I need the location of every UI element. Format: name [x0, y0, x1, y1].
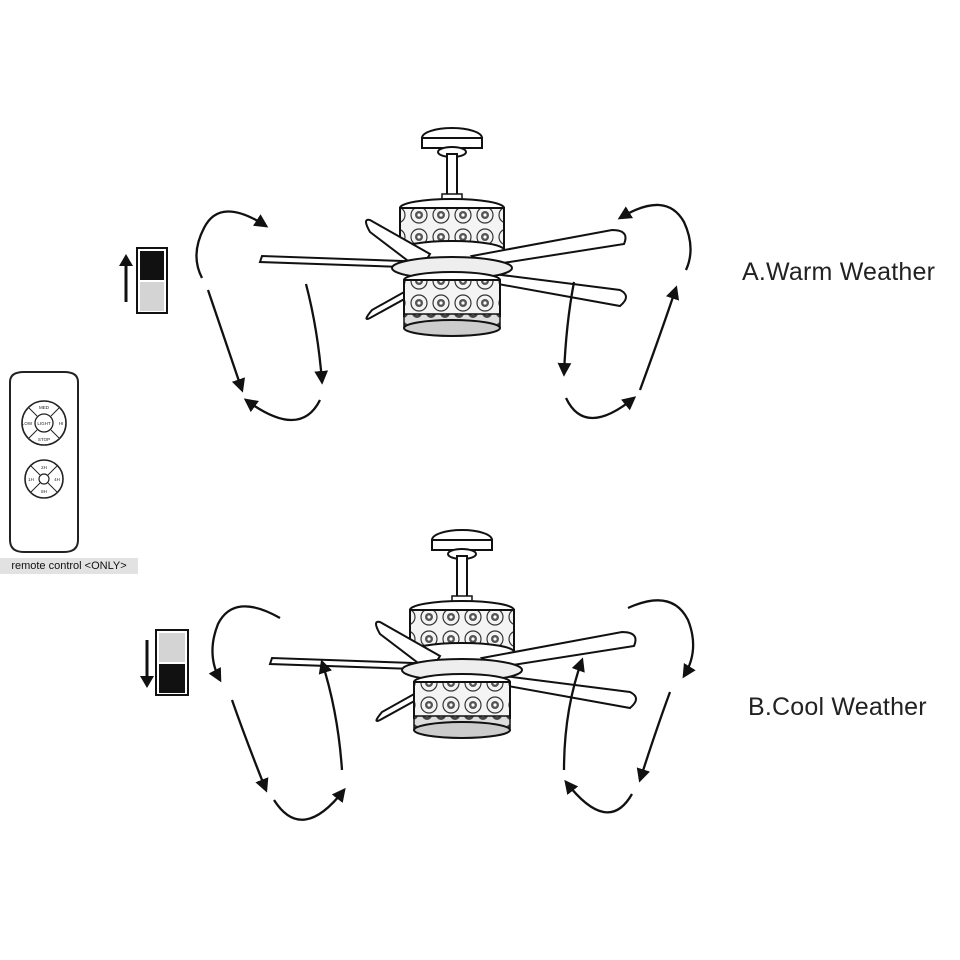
remote-button-med: MED — [39, 405, 50, 410]
fan-cool-weather — [269, 529, 637, 739]
remote-button-low: LOW — [22, 421, 33, 426]
direction-switch-down — [155, 629, 189, 696]
airflow-arrows-warm — [195, 203, 692, 422]
remote-caption: remote control <ONLY> — [0, 558, 138, 574]
remote-control: MED LOW HI LIGHT STOP 2H 1H 4H 8H — [9, 371, 79, 553]
warm-weather-label: A.Warm Weather — [742, 258, 936, 286]
switch-arrow-down-icon — [140, 640, 154, 688]
remote-button-light: LIGHT — [37, 421, 51, 426]
cool-weather-label: B.Cool Weather — [748, 693, 927, 721]
remote-button-4h: 4H — [54, 477, 60, 482]
switch-arrow-up-icon — [119, 254, 133, 302]
remote-timer-pad — [24, 459, 64, 499]
airflow-arrows-cool — [208, 599, 696, 821]
remote-button-1h: 1H — [28, 477, 34, 482]
remote-button-8h: 8H — [41, 489, 47, 494]
remote-button-2h: 2H — [41, 465, 47, 470]
remote-button-stop: STOP — [38, 437, 50, 442]
remote-button-hi: HI — [59, 421, 64, 426]
remote-speed-pad — [21, 400, 67, 446]
direction-switch-up — [136, 247, 168, 314]
